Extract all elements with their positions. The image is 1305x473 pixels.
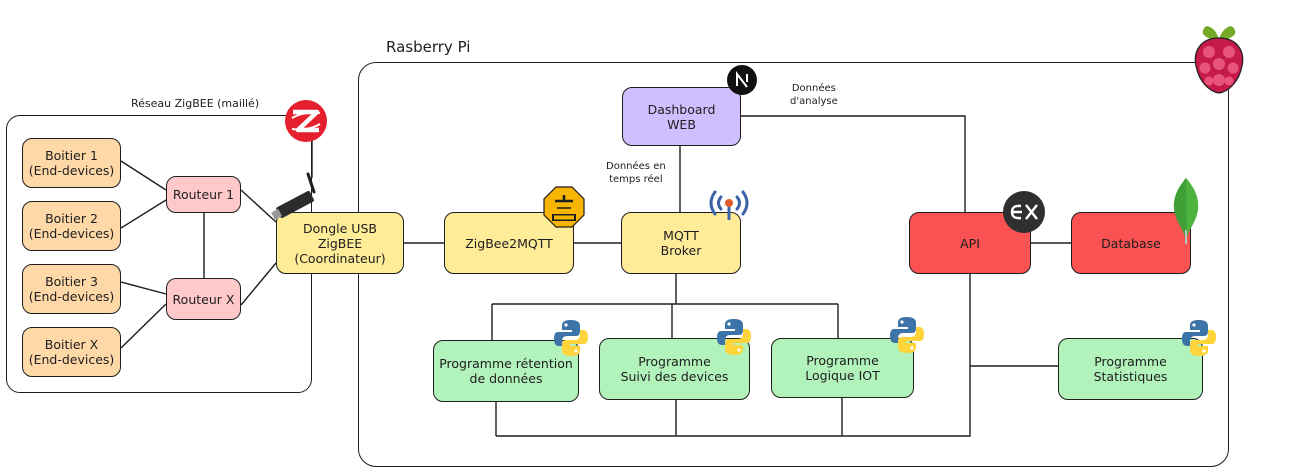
nextjs-logo-icon bbox=[727, 65, 757, 95]
mqtt-logo-icon bbox=[543, 186, 585, 228]
link-boitierx-routeurx bbox=[120, 303, 167, 349]
link-boitier3-routeurx bbox=[120, 281, 167, 295]
usb-dongle-icon bbox=[271, 172, 316, 220]
dashboard-web-node: Dashboard WEB bbox=[622, 87, 741, 146]
mqtt-broker-node: MQTT Broker bbox=[621, 212, 741, 274]
link-dashboard-api bbox=[741, 115, 966, 212]
routeur-x-node: Routeur X bbox=[166, 278, 241, 320]
programme-retention-node: Programme rétention de données bbox=[433, 340, 579, 402]
express-logo-icon bbox=[1003, 191, 1045, 233]
link-routeurx-dongle bbox=[240, 262, 277, 306]
boitier-1-node: Boitier 1 (End-devices) bbox=[22, 138, 121, 188]
database-node: Database bbox=[1071, 212, 1191, 274]
realtime-data-annotation: Données en temps réel bbox=[606, 161, 666, 185]
raspberry-pi-logo-icon bbox=[1194, 26, 1244, 94]
antenna-icon bbox=[709, 190, 749, 220]
zigbee-network-label: Réseau ZigBEE (maillé) bbox=[131, 97, 260, 110]
raspberry-pi-label: Rasberry Pi bbox=[386, 38, 471, 56]
link-boitier1-routeur1 bbox=[120, 160, 167, 191]
mongodb-leaf-icon bbox=[1173, 178, 1199, 244]
zigbee-logo-icon bbox=[285, 100, 327, 142]
python-logo-icon bbox=[890, 317, 924, 353]
dongle-usb-node: Dongle USB ZigBEE (Coordinateur) bbox=[276, 212, 404, 274]
boitier-3-node: Boitier 3 (End-devices) bbox=[22, 264, 121, 314]
link-boitier2-routeur1 bbox=[120, 199, 167, 229]
analysis-data-annotation: Données d'analyse bbox=[790, 83, 838, 107]
python-logo-icon bbox=[717, 319, 751, 355]
routeur-1-node: Routeur 1 bbox=[166, 176, 241, 213]
boitier-x-node: Boitier X (End-devices) bbox=[22, 327, 121, 377]
programme-suivi-node: Programme Suivi des devices bbox=[599, 338, 750, 400]
bus-programs-bottom-to-api bbox=[496, 274, 971, 437]
boitier-2-node: Boitier 2 (End-devices) bbox=[22, 201, 121, 251]
programme-statistiques-node: Programme Statistiques bbox=[1058, 338, 1203, 400]
python-logo-icon bbox=[1182, 320, 1216, 356]
python-logo-icon bbox=[554, 320, 588, 356]
programme-logique-node: Programme Logique IOT bbox=[771, 338, 914, 398]
link-routeur1-dongle bbox=[240, 189, 277, 223]
